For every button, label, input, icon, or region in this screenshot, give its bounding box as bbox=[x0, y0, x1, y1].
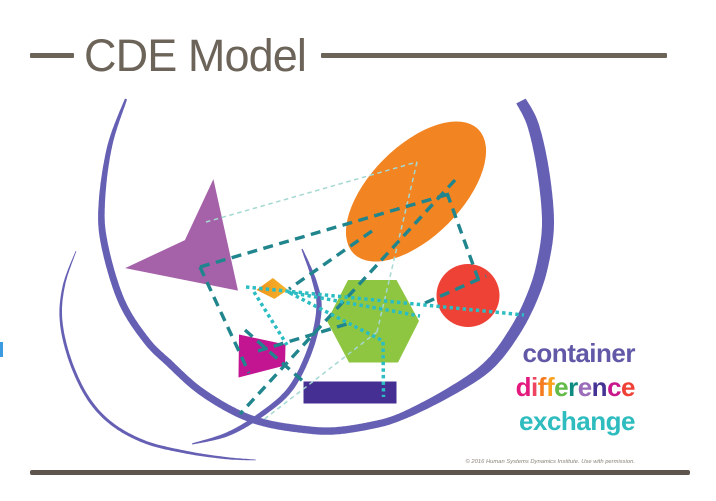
legend-letter: n bbox=[591, 372, 608, 402]
dark-line-long-diagonal bbox=[238, 178, 457, 416]
legend-letter: r bbox=[568, 372, 578, 402]
legend-letter: f bbox=[537, 372, 547, 402]
dark-line-hexagon-circle bbox=[424, 274, 487, 305]
bottom-rule bbox=[30, 470, 690, 475]
title-row: CDE Model bbox=[0, 0, 716, 90]
legend-letter: e bbox=[554, 372, 569, 402]
legend-label-difference: difference bbox=[515, 370, 636, 404]
copyright-text: © 2016 Human Systems Dynamics Institute.… bbox=[465, 458, 635, 465]
title-dash-left bbox=[30, 53, 74, 58]
legend-label-container: container bbox=[522, 338, 635, 368]
dot-line-diamond-hexagon bbox=[287, 290, 421, 318]
dot-line-diamond-rect bbox=[289, 291, 386, 398]
title-dash-right bbox=[321, 53, 667, 58]
dark-line-star-down bbox=[198, 266, 251, 374]
dark-line-ellipse-diamond bbox=[288, 229, 373, 291]
diamond-amber bbox=[256, 278, 288, 299]
legend-letter: d bbox=[515, 372, 532, 402]
rect-indigo bbox=[303, 381, 397, 404]
legend-letter: e bbox=[621, 372, 635, 402]
ellipse-orange bbox=[345, 121, 487, 262]
dark-line-star-ellipse bbox=[199, 192, 450, 269]
star-purple bbox=[125, 179, 238, 291]
container-arc-center bbox=[191, 248, 322, 445]
dot-line-diamond-trap bbox=[252, 291, 289, 346]
legend: container difference exchange bbox=[515, 336, 636, 438]
legend-letter: f bbox=[545, 372, 555, 402]
dot-line-long bbox=[245, 285, 525, 317]
left-edge-mark bbox=[0, 342, 3, 357]
dark-line-trap-rect bbox=[243, 328, 307, 385]
page-title: CDE Model bbox=[84, 30, 307, 81]
legend-letter: c bbox=[607, 372, 622, 402]
trapezoid-magenta bbox=[238, 334, 286, 378]
legend-label-exchange: exchange bbox=[519, 406, 635, 436]
legend-letter: e bbox=[577, 372, 592, 402]
legend-letter: i bbox=[531, 372, 538, 402]
pale-line-star-ellipse bbox=[205, 161, 418, 223]
hexagon-green bbox=[327, 280, 419, 363]
